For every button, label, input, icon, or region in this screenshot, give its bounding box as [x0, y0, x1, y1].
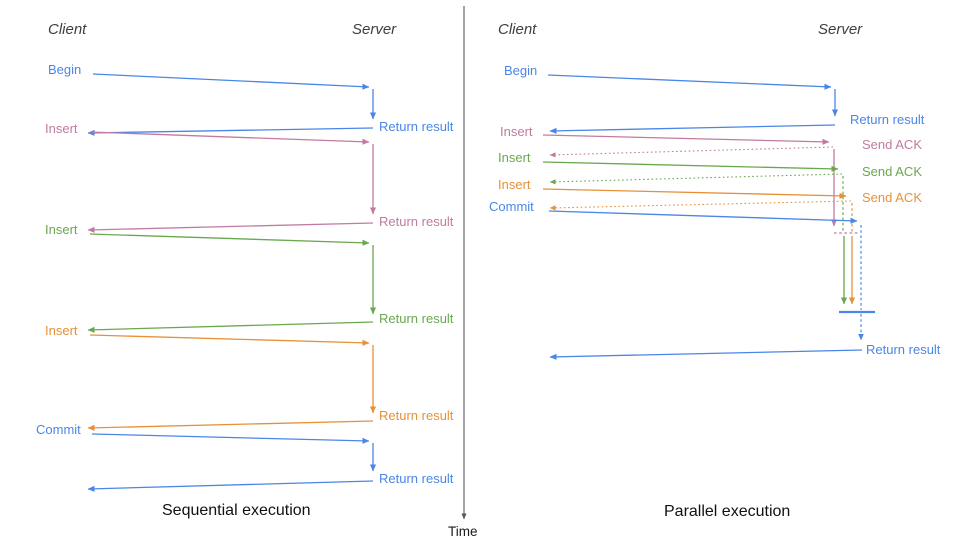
- par-begin-return-line: [549, 124, 836, 134]
- par-begin-return-label: Return result: [850, 112, 925, 127]
- seq-insert1-return-line: [87, 222, 374, 233]
- par-insert1-ack-label: Send ACK: [862, 137, 922, 152]
- par-insert3-ack-line: [549, 200, 852, 211]
- seq-insert2-label: Insert: [45, 222, 78, 237]
- seq-insert2-request-line: [89, 233, 370, 246]
- par-insert3-ack-label: Send ACK: [862, 190, 922, 205]
- seq-insert3-return-line: [87, 420, 374, 431]
- time-axis-label: Time: [448, 524, 478, 539]
- par-insert2-ack-line: [549, 173, 843, 185]
- par-insert2-ack-label: Send ACK: [862, 164, 922, 179]
- seq-commit-label: Commit: [36, 422, 81, 437]
- par-insert2-request-line: [542, 161, 839, 172]
- par-insert1-request-line: [542, 134, 830, 145]
- seq-begin-request-line: [92, 73, 370, 90]
- par-commit-request-line: [548, 210, 858, 224]
- seq-commit-return-line: [87, 480, 374, 492]
- par-begin-request-line: [547, 74, 832, 90]
- par-insert3-request-line: [542, 188, 847, 199]
- seq-commit-request-line: [91, 433, 370, 444]
- seq-begin-return-label: Return result: [379, 119, 454, 134]
- seq-insert1-return-label: Return result: [379, 214, 454, 229]
- seq-insert3-label: Insert: [45, 323, 78, 338]
- par-panel-title: Parallel execution: [664, 503, 791, 520]
- par-commit-label: Commit: [489, 199, 534, 214]
- par-client-header: Client: [498, 21, 537, 38]
- seq-insert1-label: Insert: [45, 121, 78, 136]
- seq-begin-label: Begin: [48, 62, 82, 77]
- seq-client-header: Client: [48, 21, 87, 38]
- seq-commit-return-label: Return result: [379, 471, 454, 486]
- par-insert3-label: Insert: [498, 177, 531, 192]
- seq-panel-title: Sequential execution: [162, 502, 311, 519]
- seq-insert2-return-label: Return result: [379, 311, 454, 326]
- seq-begin-return-line: [87, 127, 374, 137]
- par-insert1-ack-line: [549, 146, 834, 158]
- par-begin-label: Begin: [504, 63, 538, 78]
- par-insert2-label: Insert: [498, 150, 531, 165]
- seq-insert3-request-line: [89, 334, 370, 346]
- par-final-return-label: Return result: [866, 342, 941, 357]
- seq-insert1-request-line: [89, 131, 370, 145]
- par-server-header: Server: [818, 21, 863, 38]
- seq-insert2-return-line: [87, 321, 374, 333]
- par-final-return-line: [549, 349, 863, 360]
- par-insert1-label: Insert: [500, 124, 533, 139]
- seq-insert3-return-label: Return result: [379, 408, 454, 423]
- seq-server-header: Server: [352, 21, 397, 38]
